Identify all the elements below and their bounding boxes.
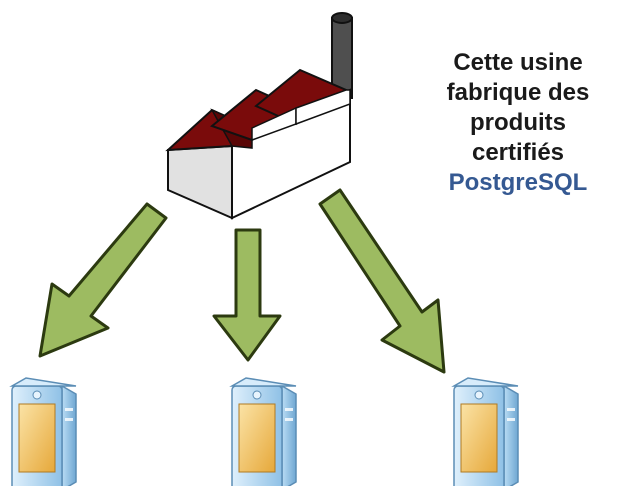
product-box-icon xyxy=(9,377,77,486)
caption-brand: PostgreSQL xyxy=(448,169,588,196)
caption-text: Cette usine fabrique des produits certif… xyxy=(408,48,628,198)
arrow-down-icon xyxy=(38,202,168,358)
arrow-down-icon xyxy=(212,228,282,362)
arrow-center xyxy=(212,228,282,362)
caption-line-4: certifiés xyxy=(471,139,565,166)
factory-icon xyxy=(165,12,353,220)
caption-line-2: fabrique des xyxy=(446,79,590,106)
factory-front-wall xyxy=(167,144,233,220)
caption-line-1: Cette usine xyxy=(453,49,583,76)
arrow-right xyxy=(318,188,446,374)
arrow-down-icon xyxy=(318,188,446,374)
product-box-icon xyxy=(229,377,297,486)
caption-line-3: produits xyxy=(470,109,566,136)
arrow-left xyxy=(38,202,168,358)
chimney xyxy=(331,12,353,99)
product-box-icon xyxy=(451,377,519,486)
